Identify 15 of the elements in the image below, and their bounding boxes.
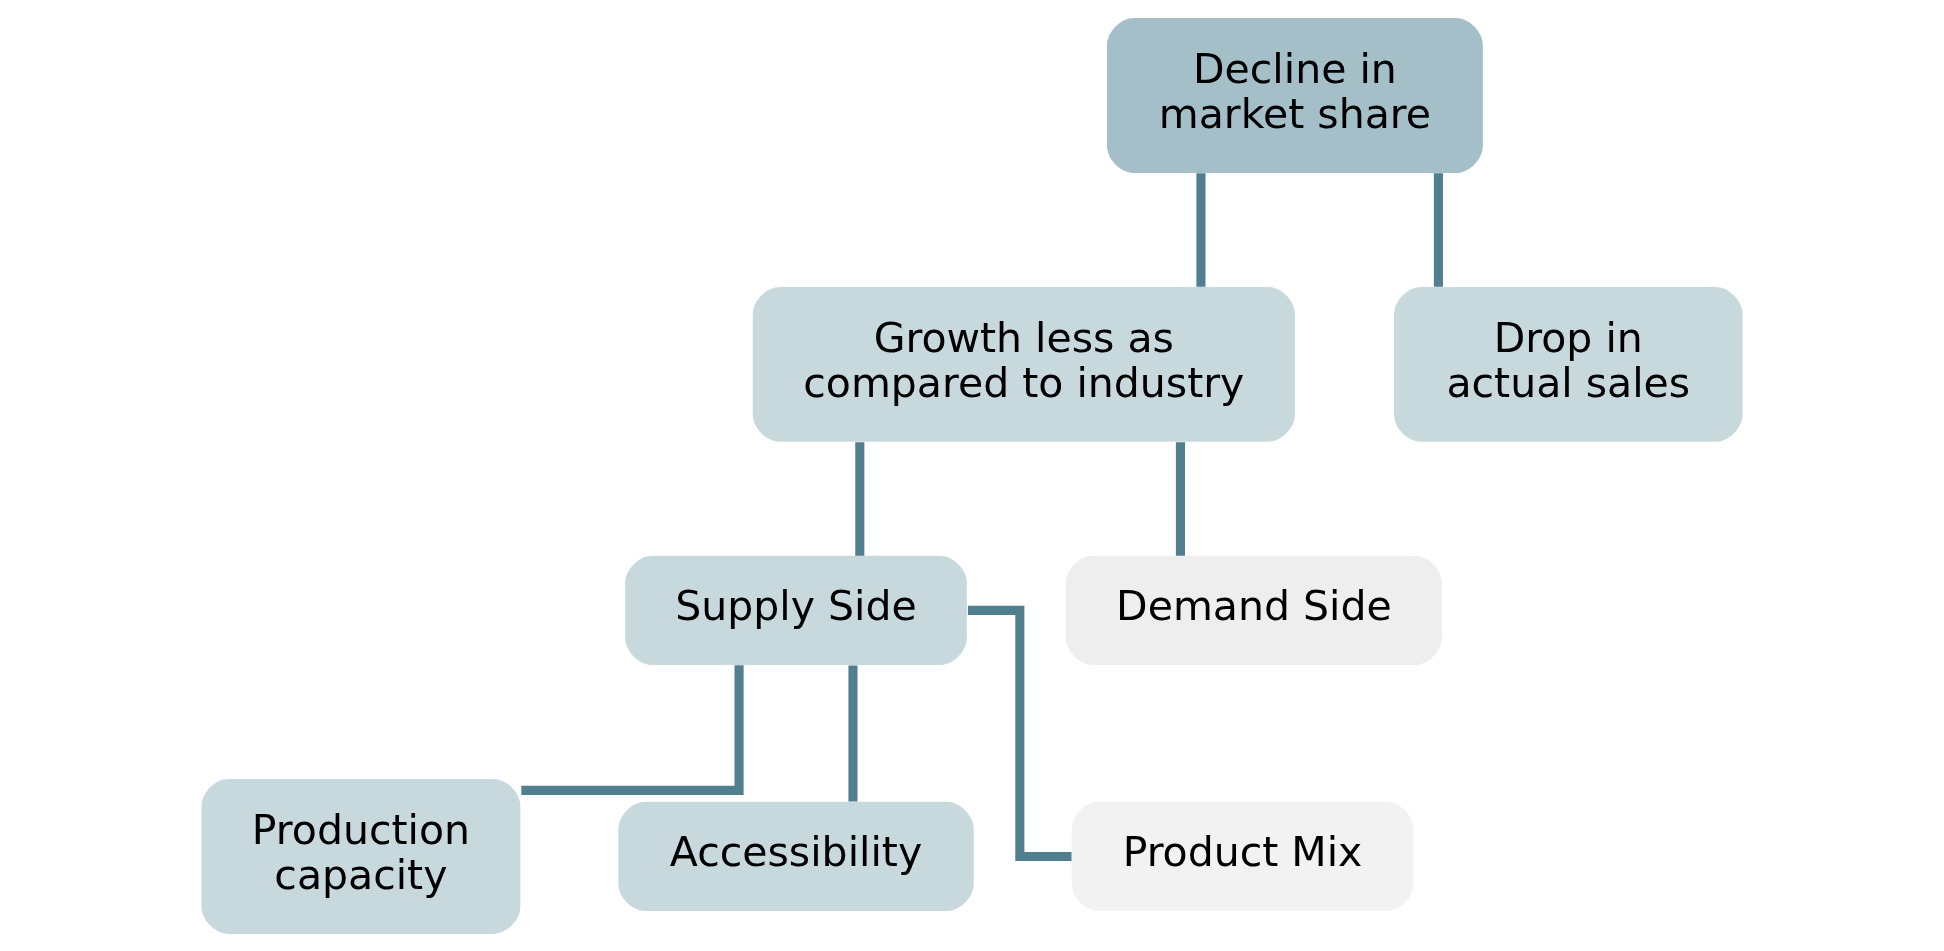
node-box: Product Mix xyxy=(1071,801,1414,911)
node-box: Growth less as compared to industry xyxy=(752,286,1295,442)
node-box: Drop in actual sales xyxy=(1394,286,1743,442)
connector xyxy=(1433,172,1443,287)
node-box: Demand Side xyxy=(1065,555,1442,665)
connector xyxy=(521,664,744,795)
node-box: Accessibility xyxy=(618,801,974,911)
connector xyxy=(1196,172,1206,287)
connector xyxy=(848,665,858,801)
node-box: Production capacity xyxy=(201,778,521,934)
connector xyxy=(1175,441,1185,556)
node-box: Supply Side xyxy=(625,555,967,665)
connector xyxy=(967,605,1072,861)
node-box: Decline in market share xyxy=(1106,17,1483,173)
connector xyxy=(855,441,865,556)
